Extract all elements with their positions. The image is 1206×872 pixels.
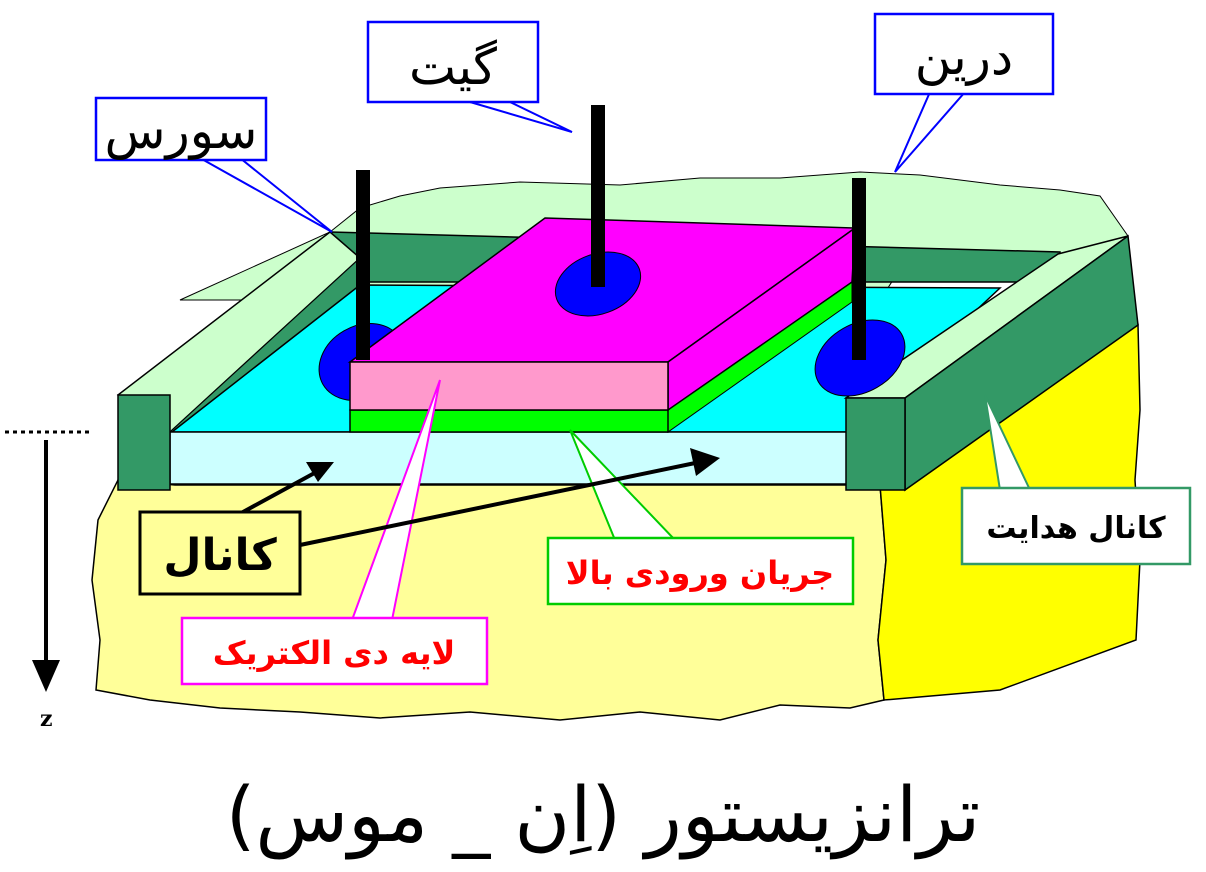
input-current-callout: [546, 536, 855, 606]
gate-callout: [366, 20, 540, 104]
dielectric-callout: [180, 616, 489, 686]
gate-label: گیت: [409, 38, 497, 96]
channel-arrowhead-left: [306, 462, 334, 482]
z-axis-label: z: [40, 706, 53, 732]
diagram-caption: ترانزیستور (اِن _ موس): [225, 770, 981, 859]
channel-arrowhead-right: [690, 448, 720, 476]
drain-label: درین: [915, 28, 1013, 86]
drain-lead: [852, 178, 866, 360]
source-label: سورس: [105, 102, 258, 160]
gate-front: [349, 361, 669, 411]
source-lead: [356, 170, 370, 360]
oxide-front: [349, 409, 669, 433]
source-callout-pointer: [196, 157, 333, 233]
left-wall-front: [117, 394, 171, 491]
z-axis-arrowhead: [32, 660, 60, 692]
gate-lead: [591, 105, 605, 287]
channel-arrow-right: [299, 460, 701, 547]
channel-layer: [169, 431, 851, 485]
conduction-channel-callout: [960, 486, 1192, 566]
drain-callout-pointer: [894, 91, 968, 173]
conduction-channel-label: کانال هدایت: [986, 511, 1166, 546]
drain-callout: [873, 12, 1055, 96]
source-callout: [94, 96, 268, 162]
channel-label: کانال: [163, 530, 277, 581]
channel-callout: [138, 510, 302, 596]
channel-arrow-left: [231, 468, 321, 520]
gate-callout-pointer: [469, 101, 573, 133]
input-current-label: جریان ورودی بالا: [566, 554, 834, 592]
right-wall-front: [845, 397, 906, 491]
dielectric-label: لایه دی الکتریک: [213, 634, 456, 672]
